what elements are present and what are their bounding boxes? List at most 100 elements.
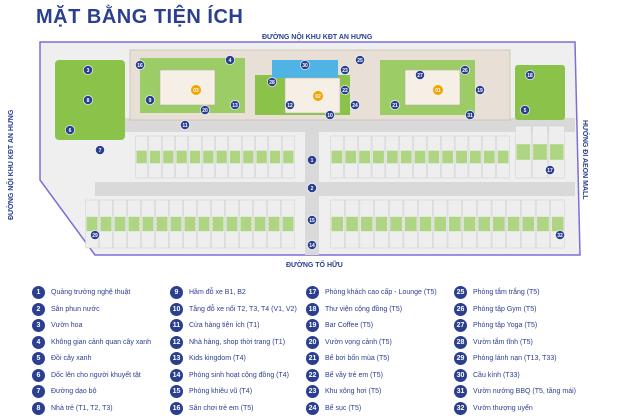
- legend-label: Bể vầy trẻ em (T5): [325, 371, 383, 379]
- legend-label: Bể bơi bốn mùa (T5): [325, 355, 390, 362]
- legend-number-badge: 26: [454, 302, 467, 316]
- amenity-marker: [225, 55, 235, 65]
- townhouse-garden: [128, 216, 140, 232]
- townhouse-garden: [331, 216, 344, 232]
- legend-label: Phòng khách cao cấp - Lounge (T5): [325, 289, 437, 296]
- legend-label: Phòng sinh hoạt cộng đồng (T4): [189, 371, 290, 379]
- road-label-bottom: ĐƯỜNG TỐ HỮU: [286, 262, 343, 269]
- tower-v1-marker: [433, 85, 443, 95]
- legend-item: 14 Phòng sinh hoạt cộng đồng (T4): [170, 368, 290, 382]
- amenity-marker-number: 24: [352, 103, 358, 109]
- amenity-marker: [465, 110, 475, 120]
- townhouse-garden: [456, 150, 467, 164]
- tower-v3-roof: [159, 69, 216, 106]
- amenity-marker-number: 17: [547, 168, 553, 174]
- legend-label: Phòng tập Gym (T5): [473, 305, 537, 313]
- amenity-marker: [145, 95, 155, 105]
- townhouse-garden: [198, 216, 210, 232]
- tower-v1-roof: [404, 69, 461, 106]
- townhouse-garden: [419, 216, 432, 232]
- amenity-marker: [65, 125, 75, 135]
- townhouse-garden: [449, 216, 461, 232]
- amenity-marker-number: 4: [229, 58, 232, 64]
- amenity-marker-number: 21: [392, 103, 398, 109]
- amenity-marker-number: 18: [527, 73, 533, 79]
- townhouse-garden: [189, 150, 201, 164]
- townhouse-garden: [404, 216, 417, 232]
- amenity-marker-number: 22: [342, 88, 348, 94]
- legend-label: Bể sục (T5): [325, 404, 362, 412]
- townhouse-garden: [283, 150, 294, 164]
- amenity-marker: [340, 65, 350, 75]
- legend-number-badge: 19: [306, 319, 319, 332]
- legend-number-badge: 9: [170, 286, 183, 299]
- amenity-marker: [475, 85, 485, 95]
- site-plan-svg: 03 02 01 3867916420132812302322252410212…: [39, 41, 581, 256]
- townhouse-garden: [493, 216, 505, 232]
- legend-label: Không gian cảnh quan cây xanh: [51, 338, 152, 346]
- amenity-marker-number: 1: [311, 158, 314, 164]
- amenity-marker: [307, 183, 317, 193]
- legend-number-badge: 10: [170, 302, 183, 316]
- townhouse-garden: [345, 150, 357, 164]
- amenity-marker-number: 25: [357, 58, 363, 64]
- amenity-marker: [90, 230, 100, 240]
- amenity-marker: [307, 155, 317, 165]
- townhouse-garden: [243, 150, 254, 164]
- tower-v2-label: 02: [315, 94, 321, 100]
- legend-number-badge: 31: [454, 385, 467, 398]
- legend-number-badge: 4: [32, 335, 45, 349]
- legend-label: Vườn thượng uyển: [473, 404, 533, 412]
- townhouse-garden: [184, 216, 196, 232]
- legend-number-badge: 22: [306, 368, 319, 382]
- amenity-marker-number: 13: [232, 103, 238, 109]
- townhouse-garden: [269, 150, 281, 164]
- amenity-marker-number: 27: [417, 73, 423, 79]
- townhouse-garden: [551, 216, 564, 232]
- legend-label: Phòng tập Yoga (T5): [473, 322, 538, 329]
- legend-number-badge: 28: [454, 335, 467, 349]
- legend-number-badge: 14: [170, 368, 183, 382]
- townhouse-garden: [163, 150, 174, 164]
- townhouse-garden: [434, 216, 446, 232]
- townhouse-garden: [282, 216, 294, 232]
- townhouse-garden: [176, 150, 187, 164]
- legend-number-badge: 8: [32, 401, 45, 415]
- townhouse-garden: [331, 150, 343, 164]
- amenity-marker-number: 31: [467, 113, 473, 119]
- legend-number-badge: 25: [454, 286, 467, 299]
- amenity-marker: [390, 100, 400, 110]
- amenity-marker: [95, 145, 105, 155]
- amenity-marker-number: 3: [87, 68, 90, 74]
- townhouse-garden: [386, 150, 398, 164]
- legend-label: Vườn nướng BBQ (T5, tầng mái): [473, 388, 576, 395]
- legend-label: Nhà trẻ (T1, T2, T3): [51, 404, 113, 412]
- townhouse-garden: [497, 150, 509, 164]
- legend-label: Vườn hoa: [51, 322, 83, 329]
- amenity-marker: [545, 165, 555, 175]
- amenity-marker: [520, 105, 530, 115]
- internal-road-horizontal-2: [95, 182, 575, 196]
- tower-v3-label: 03: [193, 88, 199, 94]
- amenity-marker: [307, 240, 317, 250]
- legend-number-badge: 12: [170, 335, 183, 349]
- amenity-marker-number: 26: [462, 68, 468, 74]
- amenity-marker-number: 12: [287, 103, 293, 109]
- townhouse-garden: [203, 150, 214, 164]
- amenity-marker-number: 2: [311, 186, 314, 192]
